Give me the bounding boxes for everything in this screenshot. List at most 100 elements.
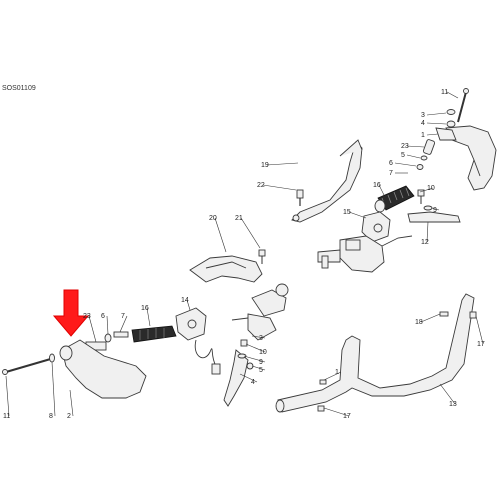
callout-19: 19 <box>261 162 269 169</box>
clamp-cover <box>189 255 263 283</box>
screw-10-left <box>240 339 248 347</box>
callout-leader <box>394 162 417 167</box>
screw-17-lower <box>317 405 325 412</box>
callout-16: 16 <box>373 182 381 189</box>
callout-leader <box>262 184 297 191</box>
callout-10: 10 <box>427 185 435 192</box>
callout-leader <box>106 315 109 335</box>
throttle-grip <box>374 185 415 213</box>
callout-23: 23 <box>83 313 91 320</box>
bar-end-screw-left <box>2 357 55 375</box>
callout-leader <box>245 343 266 353</box>
callout-15: 15 <box>343 209 351 216</box>
callout-leader <box>419 187 434 193</box>
callout-3: 3 <box>421 112 425 119</box>
pin-1 <box>319 379 327 385</box>
callout-leader <box>239 373 258 383</box>
callout-9: 9 <box>259 359 263 366</box>
screw-22 <box>296 189 304 206</box>
callout-leader <box>146 307 151 327</box>
callout-leader <box>420 313 441 323</box>
callout-leader <box>406 154 421 159</box>
callout-leader <box>5 375 10 417</box>
callout-5: 5 <box>259 367 263 374</box>
callout-leader <box>475 315 484 345</box>
callout-7: 7 <box>389 170 393 177</box>
callout-leader <box>323 407 350 417</box>
callout-12: 12 <box>421 239 429 246</box>
callout-leader <box>69 389 74 417</box>
screw-21 <box>258 249 266 264</box>
callout-leader <box>266 162 299 166</box>
callout-leader <box>214 217 227 253</box>
callout-leader <box>446 91 459 99</box>
screw-10-right <box>417 189 425 204</box>
brake-master-cylinder <box>317 235 413 273</box>
clutch-master-assembly <box>231 283 289 341</box>
callout-13: 13 <box>449 401 457 408</box>
callout-5: 5 <box>401 152 405 159</box>
callout-9: 9 <box>433 207 437 214</box>
callout-6: 6 <box>101 313 105 320</box>
callout-6: 6 <box>389 160 393 167</box>
callout-leader <box>186 299 191 311</box>
callout-1: 1 <box>421 132 425 139</box>
callout-leader <box>426 122 447 125</box>
callout-2: 2 <box>67 413 71 420</box>
callout-21: 21 <box>235 215 243 222</box>
clip-9-right <box>423 205 433 211</box>
callout-4: 4 <box>251 379 255 386</box>
callout-4: 4 <box>421 120 425 127</box>
callout-leader <box>406 145 425 148</box>
bar-end-screw-right <box>457 88 469 123</box>
callout-23: 23 <box>401 143 409 150</box>
washer-6-left <box>104 333 112 343</box>
callout-leader <box>431 207 440 211</box>
bolt-7-left <box>113 331 129 338</box>
left-switch-housing <box>175 307 221 375</box>
callout-leader <box>348 211 367 219</box>
callout-7: 7 <box>121 313 125 320</box>
callout-16: 16 <box>141 305 149 312</box>
clutch-lever <box>291 139 363 223</box>
callout-14: 14 <box>181 297 189 304</box>
callout-11: 11 <box>3 413 10 420</box>
clip-9-left <box>237 353 247 359</box>
left-grip <box>131 325 177 343</box>
callout-leader <box>378 184 385 196</box>
callout-leader <box>240 217 261 249</box>
callout-leader <box>251 335 266 339</box>
callout-leader <box>426 133 439 136</box>
hand-guard-left <box>59 339 147 399</box>
callout-17: 17 <box>343 413 351 420</box>
bolt-23-right <box>422 139 436 155</box>
washer-right <box>446 109 456 115</box>
brake-lever <box>407 211 461 223</box>
hand-guard-bracket-right <box>435 127 457 141</box>
callout-leader <box>323 371 342 381</box>
screw-17-right <box>469 311 477 319</box>
callout-3: 3 <box>259 335 263 342</box>
handlebar <box>275 293 475 413</box>
callout-1: 1 <box>335 369 339 376</box>
left-lever <box>223 349 249 407</box>
callout-10: 10 <box>259 349 267 356</box>
callout-leader <box>88 315 97 343</box>
diagram-code: SOS01109 <box>2 85 36 92</box>
callout-22: 22 <box>257 182 265 189</box>
callout-leader <box>426 221 429 243</box>
switch-housing-right <box>361 211 391 243</box>
callout-leader <box>251 365 266 371</box>
callout-leader <box>243 355 266 363</box>
callout-8: 8 <box>49 413 53 420</box>
callout-leader <box>439 383 456 405</box>
callout-leader <box>51 361 56 417</box>
callout-18: 18 <box>415 319 423 326</box>
washer-8-left <box>49 353 55 363</box>
nut-5-right <box>416 164 424 170</box>
spacer-right <box>446 120 456 128</box>
pin-18 <box>439 311 449 317</box>
callout-20: 20 <box>209 215 217 222</box>
